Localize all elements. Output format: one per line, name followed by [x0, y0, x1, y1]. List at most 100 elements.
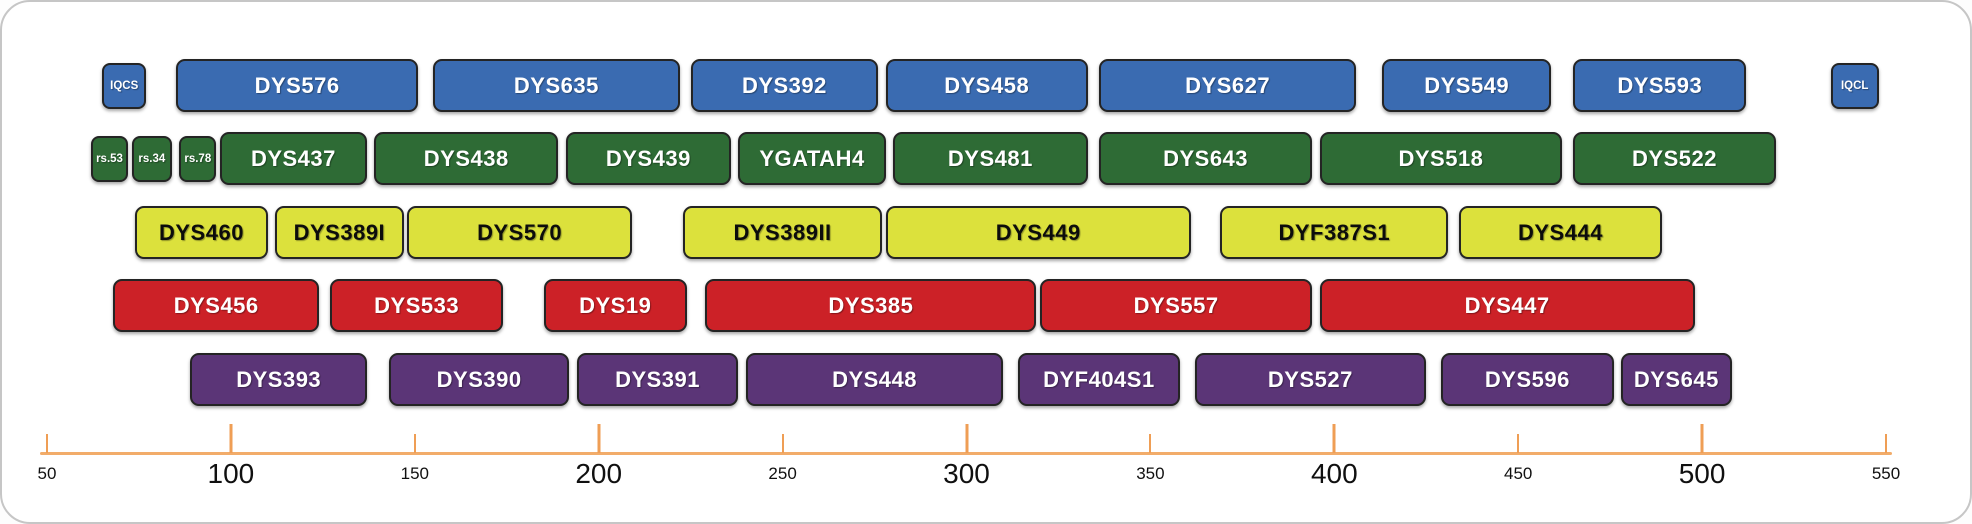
marker-dys391: DYS391 — [576, 353, 739, 406]
marker-label: DYF404S1 — [1043, 366, 1155, 392]
marker-dys460: DYS460 — [135, 206, 268, 259]
marker-label: DYS576 — [254, 72, 340, 98]
marker-dyf404s1: DYF404S1 — [1017, 353, 1180, 406]
marker-ygatah4: YGATAH4 — [738, 132, 886, 185]
marker-dys392: DYS392 — [690, 59, 879, 112]
marker-dys557: DYS557 — [1040, 279, 1313, 332]
axis-tick-500 — [1700, 424, 1704, 453]
axis-tick-label-250: 250 — [768, 464, 797, 483]
marker-label: DYS439 — [605, 145, 691, 171]
marker-dys576: DYS576 — [175, 59, 419, 112]
axis-tick-label-500: 500 — [1678, 458, 1726, 489]
marker-label: DYF387S1 — [1278, 219, 1391, 245]
marker-label: DYS522 — [1632, 145, 1717, 171]
axis-tick-label-100: 100 — [207, 458, 255, 489]
marker-dys439: DYS439 — [565, 132, 732, 185]
axis-tick-label-150: 150 — [400, 464, 429, 483]
marker-label: DYS527 — [1267, 366, 1353, 392]
marker-label: DYS458 — [944, 72, 1030, 98]
axis-tick-550 — [1885, 434, 1887, 453]
axis-tick-label-50: 50 — [37, 464, 57, 483]
marker-dys458: DYS458 — [885, 59, 1088, 112]
axis-tick-250 — [781, 434, 784, 453]
marker-label: DYS557 — [1133, 292, 1219, 318]
marker-rs-78: rs.78 — [179, 136, 217, 182]
marker-dys438: DYS438 — [374, 132, 559, 185]
marker-label: DYS481 — [947, 145, 1033, 171]
marker-label: DYS385 — [828, 292, 914, 318]
marker-label: YGATAH4 — [759, 145, 865, 171]
axis-tick-150 — [413, 434, 416, 453]
marker-dys19: DYS19 — [543, 279, 687, 332]
marker-dyf387s1: DYF387S1 — [1220, 206, 1449, 259]
marker-label: DYS593 — [1617, 72, 1703, 98]
marker-dys385: DYS385 — [705, 279, 1037, 332]
marker-label: IQCL — [1840, 80, 1869, 92]
marker-label: DYS389I — [293, 219, 386, 245]
marker-label: DYS437 — [250, 145, 336, 171]
marker-iqcs: IQCS — [102, 63, 147, 109]
marker-dys593: DYS593 — [1573, 59, 1747, 112]
axis-tick-label-350: 350 — [1136, 464, 1165, 483]
marker-dys437: DYS437 — [219, 132, 367, 185]
marker-dys645: DYS645 — [1621, 353, 1732, 406]
marker-label: DYS643 — [1163, 145, 1249, 171]
marker-dys448: DYS448 — [745, 353, 1004, 406]
marker-dys635: DYS635 — [433, 59, 680, 112]
marker-label: DYS570 — [477, 219, 563, 245]
marker-label: DYS635 — [513, 72, 599, 98]
marker-label: DYS444 — [1518, 219, 1603, 245]
marker-dys570: DYS570 — [407, 206, 632, 259]
marker-dys393: DYS393 — [190, 353, 367, 406]
axis-tick-label-550: 550 — [1871, 464, 1901, 483]
marker-dys643: DYS643 — [1098, 132, 1313, 185]
marker-dys527: DYS527 — [1194, 353, 1427, 406]
marker-dys456: DYS456 — [113, 279, 320, 332]
axis-tick-100 — [229, 424, 233, 453]
axis-tick-label-200: 200 — [575, 458, 623, 489]
marker-rs-34: rs.34 — [131, 136, 173, 182]
axis-tick-label-450: 450 — [1504, 464, 1533, 483]
marker-dys522: DYS522 — [1573, 132, 1776, 185]
axis-tick-350 — [1149, 434, 1152, 453]
marker-label: DYS627 — [1185, 72, 1271, 98]
marker-dys444: DYS444 — [1459, 206, 1662, 259]
axis-tick-50 — [46, 434, 48, 453]
marker-dys481: DYS481 — [892, 132, 1088, 185]
marker-label: DYS438 — [423, 145, 509, 171]
marker-dys518: DYS518 — [1319, 132, 1563, 185]
marker-label: DYS448 — [832, 366, 918, 392]
marker-label: rs.78 — [184, 153, 212, 165]
marker-label: DYS645 — [1633, 366, 1719, 392]
marker-rs-53: rs.53 — [91, 136, 128, 182]
marker-dys389i: DYS389I — [275, 206, 404, 259]
marker-label: DYS533 — [374, 292, 460, 318]
marker-label: DYS447 — [1464, 292, 1550, 318]
marker-label: DYS456 — [173, 292, 259, 318]
marker-iqcl: IQCL — [1830, 63, 1879, 109]
marker-dys389ii: DYS389II — [683, 206, 882, 259]
marker-label: DYS389II — [733, 219, 832, 245]
axis-tick-200 — [597, 424, 601, 453]
marker-label: DYS390 — [436, 366, 522, 392]
axis-tick-400 — [1332, 424, 1336, 453]
marker-label: DYS549 — [1424, 72, 1510, 98]
marker-dys596: DYS596 — [1440, 353, 1614, 406]
marker-label: IQCS — [110, 80, 139, 92]
marker-label: DYS449 — [995, 219, 1081, 245]
marker-dys449: DYS449 — [885, 206, 1191, 259]
marker-label: rs.34 — [138, 153, 166, 165]
axis-tick-label-300: 300 — [943, 458, 990, 489]
marker-label: DYS391 — [615, 366, 701, 392]
axis-line — [40, 452, 1892, 455]
marker-dys549: DYS549 — [1382, 59, 1552, 112]
marker-label: DYS19 — [579, 292, 652, 318]
marker-dys627: DYS627 — [1098, 59, 1357, 112]
axis-tick-300 — [965, 424, 968, 453]
marker-label: rs.53 — [96, 153, 123, 165]
marker-label: DYS393 — [236, 366, 322, 392]
axis-tick-label-400: 400 — [1310, 458, 1358, 489]
marker-dys390: DYS390 — [389, 353, 570, 406]
marker-dys447: DYS447 — [1319, 279, 1695, 332]
